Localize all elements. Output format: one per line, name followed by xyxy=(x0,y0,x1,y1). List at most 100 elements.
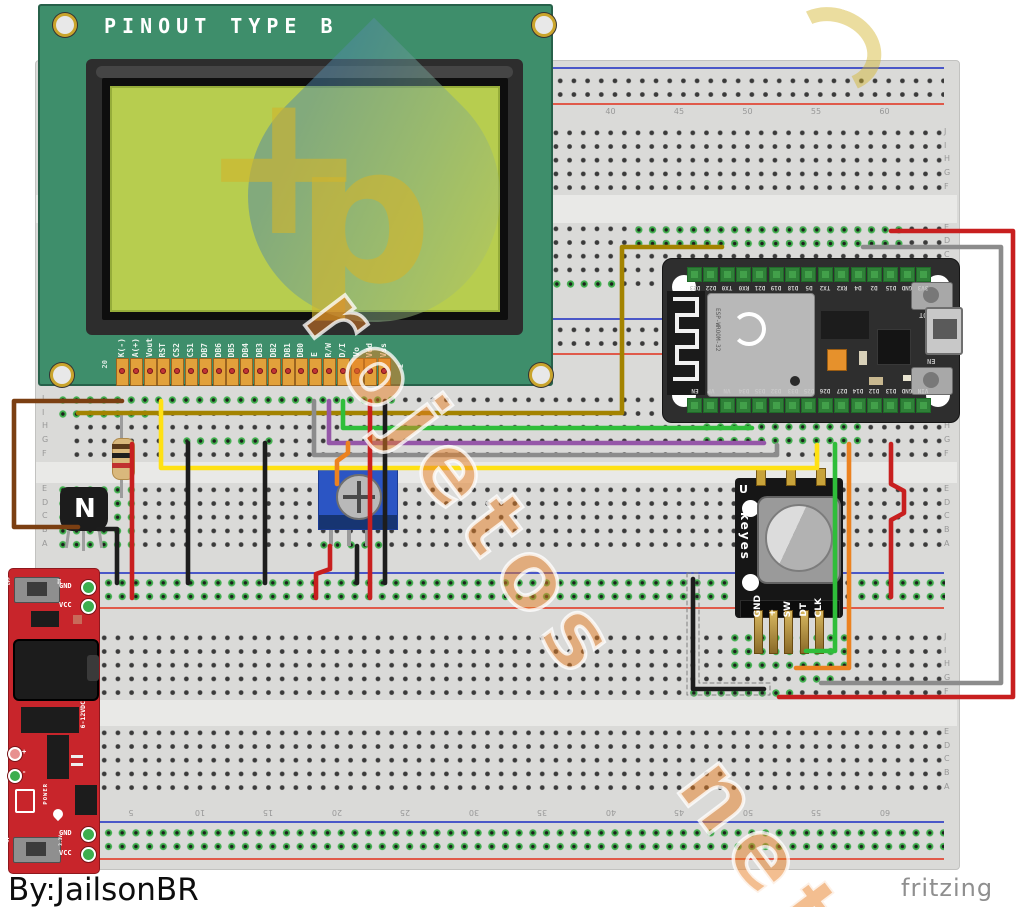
lcd-pin-label: DB1 xyxy=(282,342,292,357)
wire-black-transistor[interactable] xyxy=(95,526,120,586)
esp32-pin[interactable]: TX2 xyxy=(817,267,833,291)
lcd-pin[interactable]: Vout xyxy=(143,338,157,386)
lcd-pin[interactable]: DB3 xyxy=(254,343,267,386)
wire-green-di[interactable] xyxy=(340,398,755,431)
trimpot-screw[interactable] xyxy=(336,474,382,520)
column-number: 45 xyxy=(673,107,685,116)
esp32-pin[interactable]: EN xyxy=(687,387,702,413)
wire-red-jog[interactable] xyxy=(888,441,907,600)
5v-label: 5V xyxy=(6,837,11,843)
esp32-pin[interactable]: D26 xyxy=(817,387,833,413)
wire-red-right-loop[interactable] xyxy=(776,228,1016,700)
esp32-pin[interactable]: D35 xyxy=(752,387,768,413)
column-number: 40 xyxy=(605,107,616,116)
wire-black-selected[interactable] xyxy=(690,576,767,692)
vcc-pin[interactable] xyxy=(81,847,96,862)
esp32-pin[interactable]: D27 xyxy=(834,387,850,413)
power-switch-top[interactable] xyxy=(14,577,60,603)
lcd-pin[interactable]: Vo xyxy=(350,347,364,386)
wire-orange-encoder[interactable] xyxy=(793,441,852,671)
lcd-pin[interactable]: Vdd xyxy=(364,343,378,386)
power-switch-bottom[interactable] xyxy=(13,837,61,863)
wire-purple-rw[interactable] xyxy=(326,398,767,446)
lcd-pin[interactable]: DB7 xyxy=(198,343,212,386)
wire-olive-signal[interactable] xyxy=(75,244,725,416)
column-number: 15 xyxy=(262,808,274,817)
wire-green-encoder[interactable] xyxy=(803,441,838,654)
esp32-pin[interactable]: D34 xyxy=(736,387,752,413)
power-supply-module[interactable]: OFF ON GND VCC 6-12VDC + - POWER 5V 3.3V… xyxy=(6,568,100,874)
esp32-pin[interactable]: D25 xyxy=(801,387,817,413)
lcd-pin[interactable]: R/W xyxy=(323,343,336,386)
encoder-pin[interactable]: DT xyxy=(799,603,809,654)
wire-gray-enable[interactable] xyxy=(311,398,780,458)
lcd-pin[interactable]: DB6 xyxy=(212,343,226,386)
esp32-pin-label: D14 xyxy=(852,387,864,394)
esp32-pin-label: VP xyxy=(707,387,715,394)
minus-pin[interactable] xyxy=(8,769,22,783)
esp32-pin[interactable]: D12 xyxy=(866,387,882,413)
lcd-pin[interactable]: DB4 xyxy=(240,343,254,386)
wire-orange-contrast[interactable] xyxy=(334,440,351,487)
esp32-devkit[interactable]: ESP-WROOM-32 BOOT EN xyxy=(662,258,963,423)
esp32-pin[interactable]: D5 xyxy=(801,267,817,291)
lcd-pin[interactable]: D/I xyxy=(336,343,350,386)
esp32-pin[interactable]: RX0 xyxy=(736,267,752,291)
encoder-knob[interactable] xyxy=(765,504,833,572)
lcd-pin[interactable]: E xyxy=(309,352,323,386)
lcd-pin[interactable]: DB2 xyxy=(267,343,281,386)
vcc-pin[interactable] xyxy=(81,599,96,614)
esp32-pin[interactable]: D32 xyxy=(768,387,784,413)
lcd-pin[interactable]: K(-) xyxy=(116,338,129,386)
lcd-pin[interactable]: A(+) xyxy=(129,338,143,386)
lcd-pin-label: DB3 xyxy=(255,342,264,357)
encoder-pin[interactable]: GND xyxy=(753,595,763,654)
transistor[interactable]: N xyxy=(60,487,108,531)
lcd-pin[interactable]: RST xyxy=(157,343,171,386)
lcd-pin[interactable]: DB5 xyxy=(226,343,240,386)
gnd-pin[interactable] xyxy=(81,580,96,595)
esp32-pin[interactable]: 3V3 xyxy=(915,267,931,291)
esp32-pin[interactable]: D19 xyxy=(768,267,784,291)
column-number: 20 xyxy=(331,808,342,817)
micro-usb-port[interactable] xyxy=(925,307,963,355)
esp32-pin[interactable]: D14 xyxy=(850,387,866,413)
esp32-pin[interactable]: D4 xyxy=(850,267,866,291)
lcd-pin[interactable]: CS2 xyxy=(171,343,185,386)
esp32-pin[interactable]: RX2 xyxy=(834,267,850,291)
esp32-pin-label: D19 xyxy=(770,284,782,291)
esp32-pin[interactable]: VP xyxy=(703,387,719,413)
gnd-pin[interactable] xyxy=(81,827,96,842)
lcd-pin[interactable]: DB1 xyxy=(281,343,295,386)
esp32-pin[interactable]: GND xyxy=(899,267,915,291)
esp32-pin[interactable]: D21 xyxy=(752,267,768,291)
lcd-pin[interactable]: DB0 xyxy=(295,343,309,386)
esp32-pin[interactable]: D22 xyxy=(703,267,719,291)
rotary-encoder-module[interactable]: U keyes xyxy=(735,468,843,618)
esp32-pin[interactable]: GND xyxy=(899,387,915,413)
encoder-pin[interactable]: CLK xyxy=(814,598,824,654)
encoder-tab xyxy=(756,468,766,486)
plus-pin[interactable] xyxy=(8,747,22,761)
esp32-pin[interactable]: TX0 xyxy=(719,267,735,291)
esp32-pin[interactable]: D18 xyxy=(785,267,801,291)
esp32-pin[interactable]: D15 xyxy=(883,267,899,291)
wire-brown-backlight[interactable] xyxy=(11,398,125,530)
column-number: 25 xyxy=(399,808,411,817)
esp32-pin[interactable]: D13 xyxy=(883,387,899,413)
wire-red-pot[interactable] xyxy=(313,543,333,601)
esp32-pin[interactable]: D23 xyxy=(687,267,702,291)
encoder-pin[interactable]: SW xyxy=(783,601,794,654)
en-button[interactable] xyxy=(911,367,953,395)
encoder-pin[interactable]: + xyxy=(768,609,779,654)
wire-gray-right-loop[interactable] xyxy=(818,244,1004,686)
esp32-pin[interactable]: D2 xyxy=(866,267,882,291)
esp32-pin[interactable]: VN xyxy=(719,387,735,413)
lcd-pin[interactable]: CS1 xyxy=(185,343,198,386)
wire-yellow-rst[interactable] xyxy=(158,398,820,471)
lcd-pin[interactable]: Vss xyxy=(378,343,392,386)
esp32-pin-label: RX0 xyxy=(738,284,749,291)
esp32-pin[interactable]: VIN xyxy=(915,387,931,413)
esp32-pin[interactable]: D33 xyxy=(785,387,801,413)
